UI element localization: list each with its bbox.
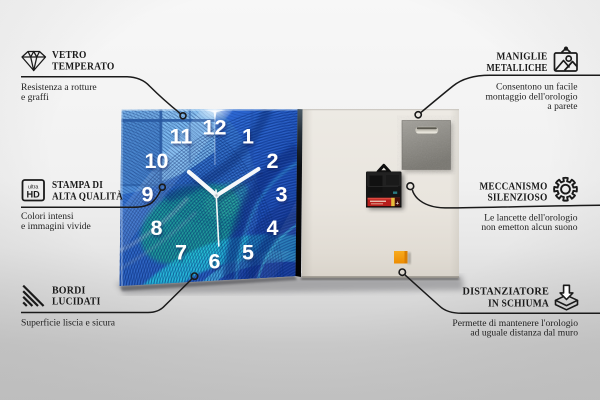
svg-text:ALTA QUALITÀ: ALTA QUALITÀ <box>52 191 123 203</box>
svg-text:e immagini vivide: e immagini vivide <box>21 221 91 232</box>
svg-text:e graffi: e graffi <box>21 92 49 103</box>
svg-text:1: 1 <box>242 125 254 149</box>
svg-text:a parete: a parete <box>547 101 577 112</box>
svg-text:non emetton alcun suono: non emetton alcun suono <box>481 222 577 233</box>
svg-text:HD: HD <box>27 190 41 200</box>
svg-text:12: 12 <box>203 116 227 140</box>
svg-text:SILENZIOSO: SILENZIOSO <box>488 191 548 203</box>
svg-text:3: 3 <box>276 183 288 207</box>
svg-text:BORDI: BORDI <box>52 285 86 297</box>
svg-text:8: 8 <box>151 216 163 240</box>
svg-text:TEMPERATO: TEMPERATO <box>52 60 115 72</box>
svg-text:DISTANZIATORE: DISTANZIATORE <box>463 285 550 297</box>
svg-text:10: 10 <box>145 149 169 173</box>
svg-text:6: 6 <box>209 250 221 274</box>
svg-text:VETRO: VETRO <box>52 49 87 61</box>
svg-text:7: 7 <box>175 241 187 265</box>
svg-text:Le lancette dell'orologio: Le lancette dell'orologio <box>484 212 578 223</box>
svg-text:ultra: ultra <box>28 185 39 191</box>
svg-text:METALLICHE: METALLICHE <box>487 62 548 74</box>
svg-text:4: 4 <box>267 216 279 240</box>
svg-text:montaggio dell'orologio: montaggio dell'orologio <box>485 91 577 102</box>
svg-text:Consentono un facile: Consentono un facile <box>496 82 578 93</box>
svg-text:Permette di mantenere l'orolog: Permette di mantenere l'orologio <box>452 318 578 329</box>
svg-text:+: + <box>396 201 400 207</box>
svg-text:9: 9 <box>142 183 154 207</box>
svg-text:STAMPA DI: STAMPA DI <box>52 179 103 191</box>
svg-text:2: 2 <box>267 149 279 173</box>
svg-text:11: 11 <box>170 125 193 149</box>
svg-text:MANIGLIE: MANIGLIE <box>497 51 548 63</box>
svg-text:Superficie liscia e sicura: Superficie liscia e sicura <box>21 317 116 328</box>
svg-text:Colori intensi: Colori intensi <box>21 211 74 222</box>
svg-text:Resistenza a rotture: Resistenza a rotture <box>21 82 97 93</box>
svg-text:LUCIDATI: LUCIDATI <box>52 296 101 308</box>
svg-text:IN SCHIUMA: IN SCHIUMA <box>488 297 549 309</box>
svg-text:ad uguale distanza dal muro: ad uguale distanza dal muro <box>470 328 578 339</box>
svg-text:MECCANISMO: MECCANISMO <box>480 180 548 192</box>
svg-text:5: 5 <box>242 241 254 265</box>
